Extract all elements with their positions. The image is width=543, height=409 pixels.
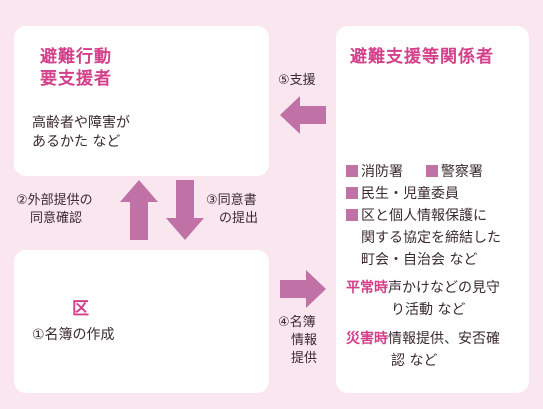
ward-box: 区 ①名簿の作成 xyxy=(14,250,269,393)
square-bullet-icon xyxy=(346,209,358,221)
disaster-time-activity: 災害時情報提供、安否確 xyxy=(346,331,500,347)
recipient-description: 高齢者や障害が あるかた など xyxy=(32,115,130,150)
evacuation-support-recipient-box: 避難行動 要支援者 高齢者や障害が あるかた など xyxy=(14,26,269,176)
support-label: ⑤支援 xyxy=(278,73,316,88)
square-bullet-icon xyxy=(346,187,358,199)
ward-list-creation: ①名簿の作成 xyxy=(32,327,115,343)
list-provision-label: ④名簿 情報 提供 xyxy=(278,315,318,366)
submit-consent-arrow-icon xyxy=(166,180,204,240)
normal-time-activity-line: り活動 など xyxy=(391,302,466,318)
support-arrow-icon xyxy=(280,96,326,134)
support-related-parties-box: 避難支援等関係者 消防署 警察署 民生・児童委員 区と個人情報保護に 関する協定… xyxy=(336,26,529,393)
disaster-time-activity-line: 認 など xyxy=(391,353,438,369)
parties-title: 避難支援等関係者 xyxy=(350,47,494,67)
list-provision-arrow-icon xyxy=(280,270,326,308)
recipient-title: 避難行動 要支援者 xyxy=(40,47,112,89)
list-item-neighborhood-association: 区と個人情報保護に xyxy=(346,207,487,226)
list-item-welfare-commissioner: 民生・児童委員 xyxy=(346,185,459,204)
square-bullet-icon xyxy=(346,165,358,177)
list-item-fire-police: 消防署 警察署 xyxy=(346,163,483,182)
list-item-text-line: 町会・自治会 など xyxy=(361,252,478,268)
normal-time-activity: 平常時声かけなどの見守 xyxy=(346,280,500,296)
square-bullet-icon xyxy=(425,165,438,177)
list-item-text-line: 関する協定を締結した xyxy=(361,230,501,246)
consent-arrow-icon xyxy=(120,180,158,240)
consent-label: ②外部提供の 同意確認 xyxy=(16,193,93,226)
ward-title: 区 xyxy=(72,299,89,319)
submit-consent-label: ③同意書 の提出 xyxy=(206,193,259,226)
